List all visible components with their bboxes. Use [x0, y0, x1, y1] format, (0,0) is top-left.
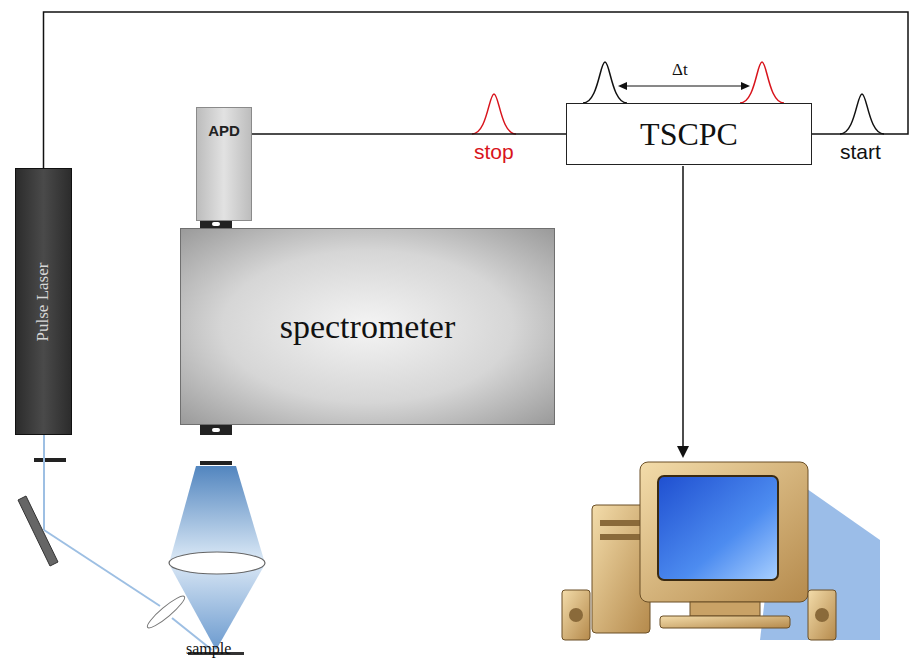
- data-arrow: [682, 166, 684, 448]
- mirror: [18, 496, 58, 566]
- node-text: TSCPC: [640, 116, 738, 153]
- arrow-head: [677, 446, 689, 458]
- spectrometer-box: spectrometer: [180, 228, 555, 425]
- signal-label: start: [840, 140, 881, 164]
- node-text: APD: [208, 122, 240, 139]
- start-pulse: [840, 94, 884, 134]
- slit-opening: [212, 428, 220, 432]
- node-text: Pulse Laser: [34, 262, 54, 341]
- sample-label: sample: [186, 640, 231, 658]
- counter-box: TSCPC: [566, 103, 812, 165]
- speaker: [808, 590, 836, 640]
- entrance-filter: [200, 461, 232, 465]
- emission-cone: [170, 466, 264, 560]
- arrow-head: [741, 82, 750, 90]
- collection-lens: [169, 552, 265, 574]
- monitor: [640, 462, 808, 602]
- interval-label: Δt: [672, 60, 688, 80]
- speaker-cone: [569, 608, 583, 622]
- laser-filter: [34, 458, 66, 462]
- drive-bay: [600, 534, 640, 540]
- laser-beam: [43, 435, 45, 530]
- arrow-head: [618, 82, 627, 90]
- stop-pulse: [472, 94, 516, 134]
- detector-box: APD: [196, 107, 252, 221]
- speaker-cone: [815, 608, 829, 622]
- stop-pulse: [740, 62, 784, 103]
- slit-opening: [212, 222, 220, 226]
- monitor-screen: [658, 476, 778, 580]
- emission-cone: [170, 566, 264, 650]
- signal-label: stop: [474, 140, 514, 164]
- monitor-stand: [690, 602, 760, 616]
- laser-box: Pulse Laser: [15, 168, 72, 435]
- entrance-slit: [200, 425, 232, 435]
- interval-arrow: [624, 86, 744, 87]
- start-pulse: [583, 62, 627, 103]
- signal-wire: [44, 12, 909, 168]
- node-text: spectrometer: [280, 308, 456, 346]
- drive-bay: [600, 520, 640, 526]
- laser-beam: [44, 530, 160, 606]
- speaker: [562, 590, 590, 640]
- signal-wire: [252, 133, 566, 135]
- monitor-base: [660, 616, 790, 628]
